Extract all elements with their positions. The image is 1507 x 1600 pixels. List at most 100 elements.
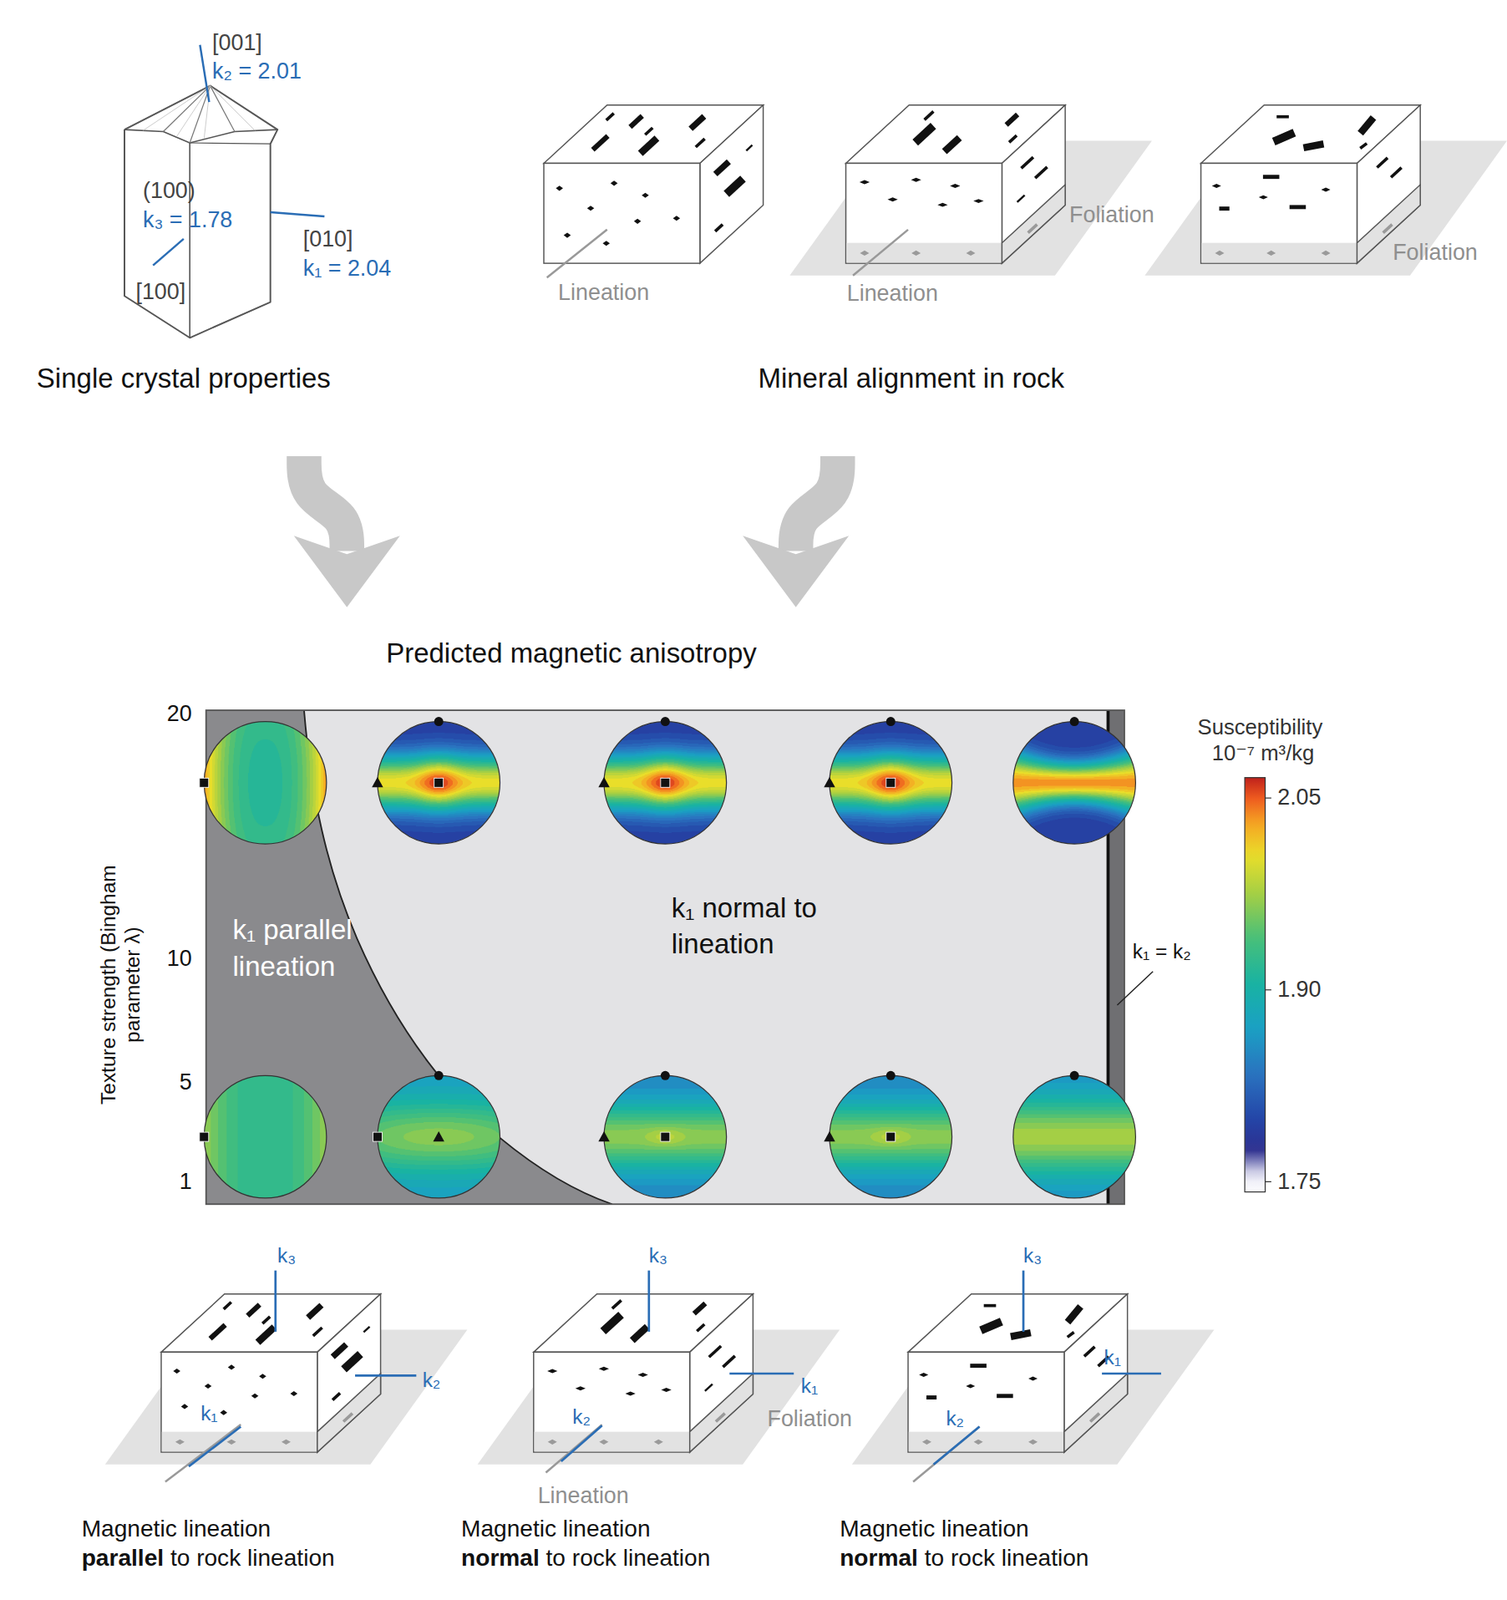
plane-section bbox=[1001, 184, 1066, 264]
susceptibility-axis bbox=[188, 1426, 241, 1467]
mineral-grain bbox=[305, 1302, 324, 1320]
axis-tick: 20 bbox=[167, 700, 193, 728]
colorbar-tick-label: 2.05 bbox=[1277, 784, 1321, 812]
mineral-grain bbox=[204, 1383, 213, 1389]
axis-label: k₁ bbox=[200, 1400, 218, 1426]
mineral-grain bbox=[600, 1311, 625, 1335]
block-face bbox=[1201, 162, 1358, 264]
plane-section bbox=[690, 1373, 754, 1452]
rock-block bbox=[789, 105, 1152, 276]
lineation-line bbox=[852, 229, 909, 276]
mineral-grain bbox=[362, 1325, 371, 1333]
crystal-outline bbox=[124, 86, 278, 339]
stereonet-field bbox=[377, 1075, 501, 1198]
mineral-grain bbox=[245, 1302, 262, 1318]
stereonet bbox=[372, 1070, 500, 1198]
k1-marker bbox=[886, 777, 896, 787]
axis-label: k₂ bbox=[572, 1404, 591, 1429]
mineral-grain bbox=[949, 183, 960, 188]
mineral-grain bbox=[290, 1390, 299, 1396]
lineation-line bbox=[547, 229, 608, 278]
result-caption: Magnetic lineation normal to rock lineat… bbox=[461, 1514, 711, 1573]
block-face bbox=[533, 1351, 691, 1452]
susceptibility-axis bbox=[729, 1372, 794, 1376]
mineral-grain bbox=[175, 1439, 185, 1445]
phase-chart bbox=[199, 710, 1153, 1204]
stereonet-outline bbox=[829, 721, 953, 845]
mineral-grain bbox=[637, 1372, 648, 1377]
mineral-grain bbox=[887, 197, 898, 202]
stereonet-outline bbox=[377, 1075, 501, 1198]
mineral-grain bbox=[1357, 115, 1376, 136]
fabric-label: Foliation bbox=[1392, 239, 1478, 267]
k1-marker bbox=[372, 1131, 382, 1142]
mineral-grain bbox=[1321, 187, 1331, 193]
crystal-edge bbox=[188, 142, 191, 338]
mineral-grain bbox=[611, 1298, 623, 1310]
mineral-grain bbox=[984, 1304, 997, 1308]
mineral-grain bbox=[1272, 128, 1297, 146]
mineral-grain bbox=[721, 1354, 736, 1368]
mineral-grain bbox=[1289, 204, 1307, 209]
colorbar bbox=[1244, 777, 1265, 1193]
mineral-grain bbox=[974, 1439, 984, 1445]
fabric-label: Lineation bbox=[847, 280, 939, 308]
k2-marker bbox=[432, 1131, 444, 1142]
stereonet-outline bbox=[1013, 721, 1137, 845]
mineral-grain bbox=[634, 218, 642, 224]
mineral-grain bbox=[859, 180, 870, 185]
mineral-grain bbox=[911, 177, 922, 183]
colorbar-tick-label: 1.90 bbox=[1277, 976, 1321, 1004]
mineral-grain bbox=[1004, 112, 1020, 127]
crystal-edge bbox=[124, 129, 278, 143]
mineral-grain bbox=[644, 126, 654, 137]
plane-section bbox=[534, 1431, 690, 1452]
mineral-grain bbox=[661, 1387, 672, 1392]
mineral-grain bbox=[912, 122, 936, 146]
axis-tick: 1 bbox=[179, 1167, 193, 1195]
plane-section bbox=[317, 1373, 381, 1452]
mineral-grain bbox=[1065, 1304, 1084, 1325]
stereonet-field bbox=[603, 721, 727, 845]
mineral-grain bbox=[181, 1403, 189, 1409]
mineral-grain bbox=[1009, 1329, 1032, 1340]
crystal-face: (100) bbox=[142, 177, 196, 204]
arrow-shaft bbox=[796, 456, 838, 552]
mineral-grain bbox=[911, 250, 921, 256]
k3-marker bbox=[660, 716, 670, 726]
mineral-grain bbox=[575, 1385, 586, 1391]
crystal-axis: [001] bbox=[212, 29, 263, 56]
rock-block bbox=[852, 1270, 1215, 1482]
region-label: k₁ normal to lineation bbox=[671, 890, 876, 963]
mineral-grain bbox=[281, 1439, 291, 1445]
axis-label: k₂ bbox=[422, 1367, 442, 1392]
mineral-grain bbox=[342, 1411, 354, 1423]
mineral-grain bbox=[1321, 250, 1331, 256]
mineral-grain bbox=[629, 1324, 650, 1344]
axis-title: Texture strength (Bingham parameter λ) bbox=[96, 862, 146, 1107]
axis-tick: 10 bbox=[167, 945, 193, 973]
crystal-axis: [010] bbox=[303, 226, 354, 254]
mineral-grain bbox=[1263, 174, 1280, 179]
susceptibility-axis bbox=[1101, 1372, 1162, 1376]
fabric-label: Foliation bbox=[1069, 202, 1155, 229]
mineral-grain bbox=[228, 1364, 236, 1370]
k2-marker bbox=[823, 1131, 835, 1142]
mineral-grain bbox=[965, 1384, 975, 1389]
crystal-edge bbox=[162, 86, 210, 132]
susceptibility-axis bbox=[1022, 1270, 1025, 1332]
crystal-axis-line bbox=[270, 212, 325, 217]
k2-marker bbox=[371, 776, 383, 787]
mineral-grain bbox=[1019, 156, 1035, 170]
lineation-line bbox=[545, 1424, 602, 1472]
susceptibility-value: k₁ = 2.04 bbox=[303, 254, 391, 282]
stereonet-outline bbox=[203, 721, 327, 845]
lineation-line bbox=[913, 1426, 980, 1482]
fabric-label: Foliation bbox=[766, 1405, 853, 1433]
k3-marker bbox=[434, 716, 444, 726]
mineral-grain bbox=[258, 1373, 267, 1379]
axis-label: k₃ bbox=[649, 1243, 668, 1268]
susceptibility-axis bbox=[274, 1270, 277, 1332]
rock-block bbox=[543, 105, 764, 278]
